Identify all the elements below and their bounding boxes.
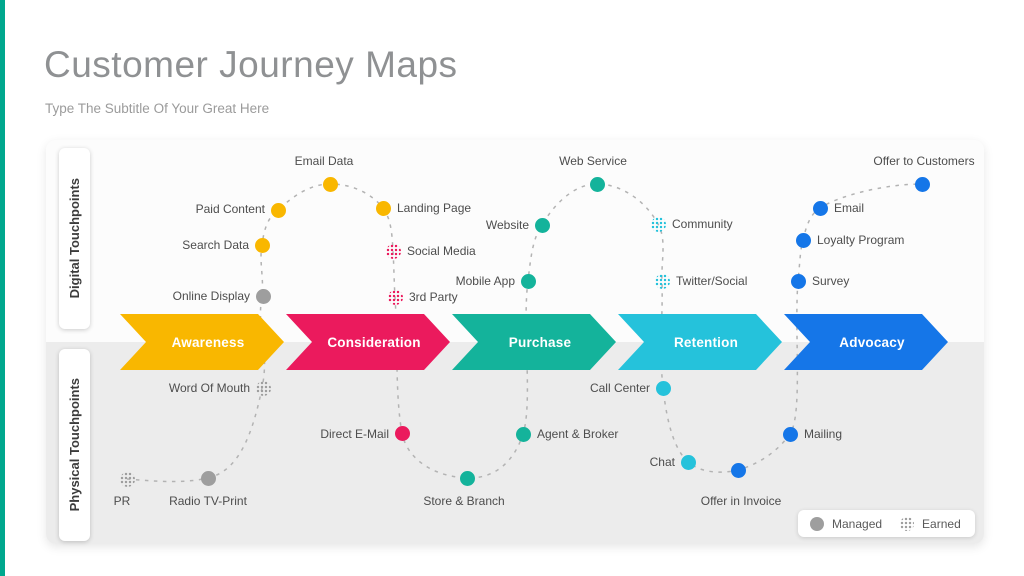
stage-label-purchase: Purchase (508, 334, 572, 350)
dot-search-data (254, 237, 270, 253)
stage-label-retention: Retention (673, 334, 739, 350)
label-website: Website (485, 218, 529, 232)
label-pr: PR (113, 494, 131, 508)
dot-paid-content (270, 202, 286, 218)
dot-email (812, 200, 828, 216)
dot-pr (119, 471, 135, 487)
stage-arrow-consideration: Consideration (286, 314, 450, 370)
dot-landing-page (375, 200, 391, 216)
label-radio-tv-print: Radio TV-Print (169, 494, 247, 508)
dot-mobile-app (520, 273, 536, 289)
dot-agent-broker (515, 426, 531, 442)
label-community: Community (672, 217, 733, 231)
label-chat: Chat (649, 455, 675, 469)
dot-chat (680, 454, 696, 470)
legend-managed-label: Managed (832, 516, 883, 531)
label-3rd-party: 3rd Party (409, 290, 458, 304)
label-email: Email (834, 201, 865, 215)
legend: Managed Earned (798, 510, 975, 537)
stage-label-awareness: Awareness (171, 334, 245, 350)
label-offer-to-customers: Offer to Customers (873, 154, 975, 168)
dot-web-service (589, 176, 605, 192)
dot-radio-tv-print (200, 470, 216, 486)
label-search-data: Search Data (182, 238, 249, 252)
stage-arrow-awareness: Awareness (120, 314, 284, 370)
label-agent-broker: Agent & Broker (537, 427, 619, 441)
left-accent-strip (0, 0, 5, 576)
dot-direct-email (394, 425, 410, 441)
legend-earned-label: Earned (922, 516, 961, 531)
label-loyalty-program: Loyalty Program (817, 233, 905, 247)
digital-touchpoints-label-box: Digital Touchpoints (59, 148, 90, 329)
label-email-data: Email Data (294, 154, 354, 168)
stage-arrow-retention: Retention (618, 314, 782, 370)
dot-email-data (322, 176, 338, 192)
label-paid-content: Paid Content (195, 202, 265, 216)
label-store-branch: Store & Branch (423, 494, 505, 508)
stage-label-consideration: Consideration (327, 334, 421, 350)
dot-offer-to-customers (914, 176, 930, 192)
label-mailing: Mailing (804, 427, 843, 441)
page-title: Customer Journey Maps (44, 44, 458, 85)
legend-earned-dot-icon (900, 516, 915, 531)
stage-arrow-purchase: Purchase (452, 314, 616, 370)
dot-3rd-party (387, 289, 403, 305)
label-mobile-app: Mobile App (455, 274, 515, 288)
stage-arrow-advocacy: Advocacy (784, 314, 948, 370)
dot-call-center (655, 380, 671, 396)
label-twitter-social: Twitter/Social (676, 274, 748, 288)
label-word-of-mouth: Word Of Mouth (168, 381, 250, 395)
dot-store-branch (459, 470, 475, 486)
label-call-center: Call Center (589, 381, 650, 395)
label-landing-page: Landing Page (397, 201, 472, 215)
dot-survey (790, 273, 806, 289)
label-social-media: Social Media (407, 244, 476, 258)
dot-website (534, 217, 550, 233)
physical-touchpoints-label-box: Physical Touchpoints (59, 349, 90, 541)
dot-community (650, 216, 666, 232)
page-subtitle: Type The Subtitle Of Your Great Here (45, 101, 270, 116)
stage-label-advocacy: Advocacy (839, 334, 905, 350)
label-survey: Survey (812, 274, 850, 288)
legend-managed-dot-icon (810, 516, 824, 531)
dot-word-of-mouth (255, 380, 271, 396)
dot-offer-in-invoice (730, 462, 746, 478)
dot-online-display (255, 288, 271, 304)
dot-twitter-social (654, 273, 670, 289)
label-direct-email: Direct E-Mail (320, 427, 389, 441)
dot-loyalty-program (795, 232, 811, 248)
label-online-display: Online Display (172, 289, 250, 303)
dot-mailing (782, 426, 798, 442)
digital-touchpoints-label: Digital Touchpoints (67, 178, 82, 299)
label-web-service: Web Service (559, 154, 627, 168)
label-offer-in-invoice: Offer in Invoice (700, 494, 782, 508)
physical-touchpoints-label: Physical Touchpoints (67, 378, 82, 512)
dot-social-media (385, 243, 401, 259)
